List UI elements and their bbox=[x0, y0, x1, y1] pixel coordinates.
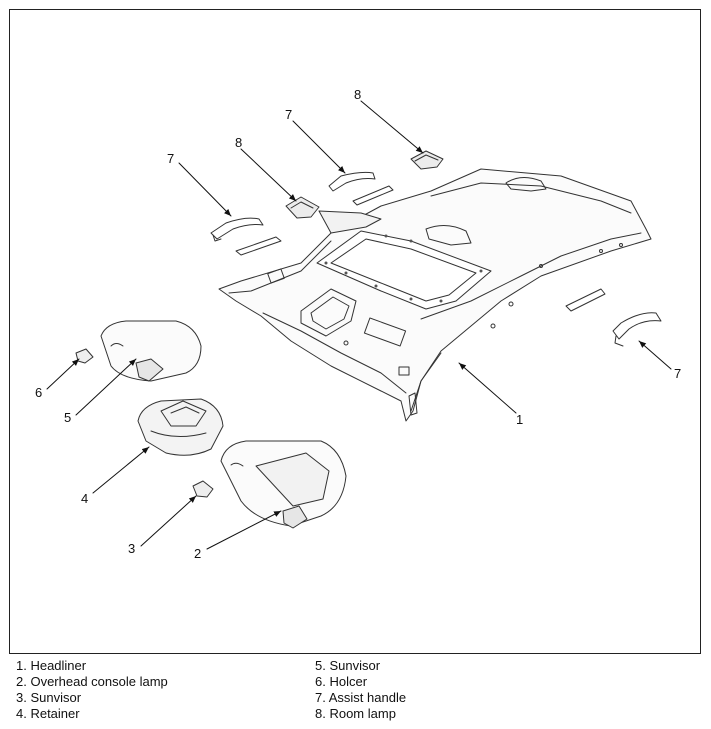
legend-item: 8. Room lamp bbox=[315, 706, 396, 721]
overhead-console-lamp bbox=[137, 398, 224, 456]
room-lamp-rear bbox=[410, 150, 444, 170]
callout-room-lamp-rear: 8 bbox=[354, 87, 362, 102]
legend-left-column: 1. Headliner 2. Overhead console lamp 3.… bbox=[16, 658, 168, 722]
assist-handle-left-upper bbox=[210, 217, 264, 242]
diagram-frame: 8 7 8 7 7 6 5 1 4 3 2 bbox=[9, 9, 701, 654]
legend-right-column: 5. Sunvisor 6. Holcer 7. Assist handle 8… bbox=[315, 658, 406, 722]
legend-item: 6. Holcer bbox=[315, 674, 368, 689]
handle-bracket-left bbox=[235, 236, 282, 256]
callout-holder: 6 bbox=[35, 385, 43, 400]
holder-left bbox=[75, 348, 94, 364]
room-lamp-front bbox=[285, 196, 320, 219]
handle-bracket-center bbox=[352, 185, 394, 206]
legend-item: 5. Sunvisor bbox=[315, 658, 381, 673]
assist-handle-center bbox=[328, 171, 376, 192]
legend-item: 2. Overhead console lamp bbox=[16, 674, 168, 689]
callout-sunvisor-right: 2 bbox=[194, 546, 202, 561]
sunvisor-right bbox=[220, 440, 347, 529]
legend-item: 4. Retainer bbox=[16, 706, 80, 721]
callout-assist-handle-left: 7 bbox=[167, 151, 175, 166]
callout-headliner: 1 bbox=[516, 412, 524, 427]
legend-item: 1. Headliner bbox=[16, 658, 87, 673]
headliner bbox=[218, 168, 652, 422]
retainer bbox=[192, 480, 214, 498]
handle-bracket-right bbox=[565, 288, 606, 312]
callout-assist-handle-center: 7 bbox=[285, 107, 293, 122]
leader-lines bbox=[46, 100, 672, 550]
callout-sunvisor-left: 5 bbox=[64, 410, 72, 425]
callout-room-lamp-front: 8 bbox=[235, 135, 243, 150]
exploded-parts-drawing bbox=[46, 100, 672, 550]
callout-retainer: 3 bbox=[128, 541, 136, 556]
legend-item: 3. Sunvisor bbox=[16, 690, 82, 705]
callout-assist-handle-right: 7 bbox=[674, 366, 682, 381]
assist-handle-right bbox=[612, 312, 662, 347]
legend-item: 7. Assist handle bbox=[315, 690, 407, 705]
callout-overhead-console-lamp: 4 bbox=[81, 491, 89, 506]
sunvisor-left bbox=[100, 320, 202, 382]
